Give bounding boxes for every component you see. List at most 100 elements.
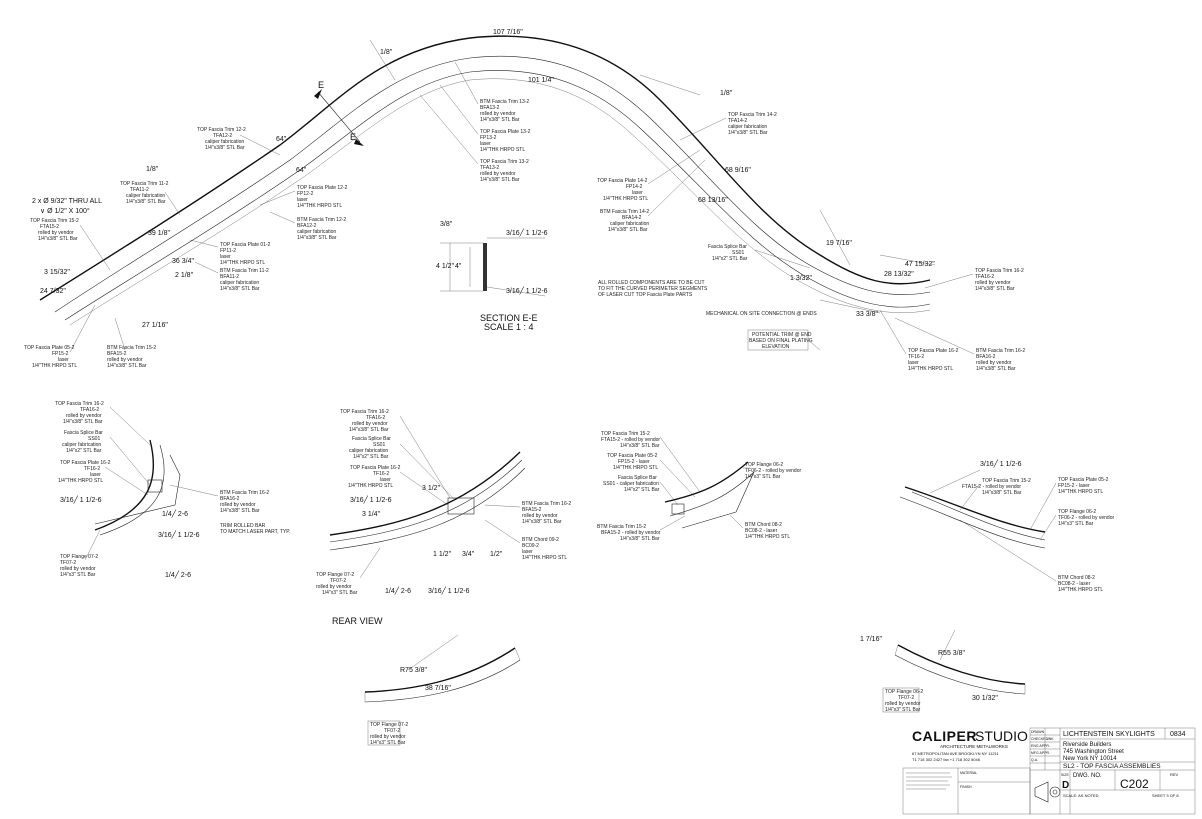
section-cut <box>317 91 361 143</box>
d2-dim-1-2: 1/2" <box>490 551 503 558</box>
hole-callout: 2 x Ø 9/32" THRU ALL <box>32 198 102 205</box>
dim-68-9-16: 68 9/16" <box>725 167 751 174</box>
d5-radius: R75 3/8" <box>400 667 428 674</box>
d1-weld-1: 3/16╱ 1 1/2-6 <box>60 495 102 504</box>
d1-weld-2: 1/4╱ 2-6 <box>162 509 188 518</box>
logo: CALIPER <box>912 728 977 744</box>
logo-studio: STUDIO <box>975 728 1028 744</box>
d6-dim: 1 7/16" <box>860 636 882 643</box>
d2-weld-1: 3/16╱ 1 1/2-6 <box>350 495 392 504</box>
fascia-curve-outer <box>39 35 931 301</box>
rev-label: REV <box>1170 772 1179 777</box>
dim-28-13-32: 28 13/32" <box>884 271 914 278</box>
scale-label: SCALE: AS NOTED <box>1063 793 1099 798</box>
rear-view-label: REAR VIEW <box>332 616 383 626</box>
dim-19-7-16: 19 7/16" <box>826 240 852 247</box>
dim-3-15-32: 3 15/32" <box>44 269 70 276</box>
tb-initials: JNK <box>1047 737 1054 741</box>
main-fascia-plan: E E <box>39 35 936 326</box>
d6-length: 30 1/32" <box>972 695 998 702</box>
d2-weld-3: 3/16╱ 1 1/2-6 <box>428 586 470 595</box>
tb-row-checked: CHECKED <box>1031 737 1049 741</box>
dim-arc-inner: 101 1/4" <box>528 77 554 84</box>
dim-1-8: 1/8" <box>146 166 159 173</box>
sec-dim-4: 4" <box>455 263 462 270</box>
dim-33-3-8: 33 3/8" <box>856 311 878 318</box>
fine-print <box>906 772 952 790</box>
company-address: 67 METROPOLITAN AVE BROOKLYN NY 11211 <box>912 751 999 756</box>
size-label: SIZE <box>1061 773 1069 777</box>
tb-row-qa: Q.A. <box>1031 758 1038 762</box>
client-city: New York NY 10014 <box>1063 756 1117 762</box>
dim-39-1-8: 39 1/8" <box>148 230 170 237</box>
tb-row-eng: ENG APPR. <box>1031 744 1050 748</box>
logo-tagline: ARCHITECTURE METALWORKS <box>940 744 1008 749</box>
extension-line <box>879 254 936 266</box>
dim-2-1-8: 2 1/8" <box>175 272 194 279</box>
section-plate <box>483 243 487 291</box>
section-arrow <box>354 139 364 146</box>
dim-36-3-4: 36 3/4" <box>172 258 194 265</box>
dim-arc-top: 107 7/16" <box>493 29 523 36</box>
section-arrow <box>314 89 322 99</box>
dwg-label: DWG. NO. <box>1073 773 1102 779</box>
tb-row-drawn: DRAWN <box>1031 730 1045 734</box>
d2-dim-1-1-2: 1 1/2" <box>433 551 452 558</box>
sec-weld-1: 3/16╱ 1 1/2-6 <box>506 228 548 237</box>
job-number: 0834 <box>1170 731 1186 738</box>
dim-68-13-16: 68 13/16" <box>698 197 728 204</box>
note-mechanical: MECHANICAL ON SITE CONNECTION @ ENDS <box>706 311 817 317</box>
dim-64: 64" <box>296 167 307 174</box>
d1-weld-4: 1/4╱ 2-6 <box>165 570 191 579</box>
section-mark-e: E <box>318 80 324 90</box>
company-phone: T1 718 302 2427 fax +1 718 302 5046 <box>912 757 981 762</box>
d4-weld-1: 3/16╱ 1 1/2-6 <box>980 459 1022 468</box>
sheet-size: D <box>1062 780 1069 791</box>
project-name: LICHTENSTEIN SKYLIGHTS <box>1063 731 1155 738</box>
dim-1-8: 1/8" <box>720 90 733 97</box>
title-block: CALIPER STUDIO ARCHITECTURE METALWORKS 6… <box>902 727 1196 815</box>
fascia-curve-edge <box>69 78 931 326</box>
client-street: 745 Washington Street <box>1063 749 1124 755</box>
d1-weld-3: 3/16╱ 1 1/2-6 <box>158 530 200 539</box>
fascia-curve-mid <box>54 55 931 313</box>
